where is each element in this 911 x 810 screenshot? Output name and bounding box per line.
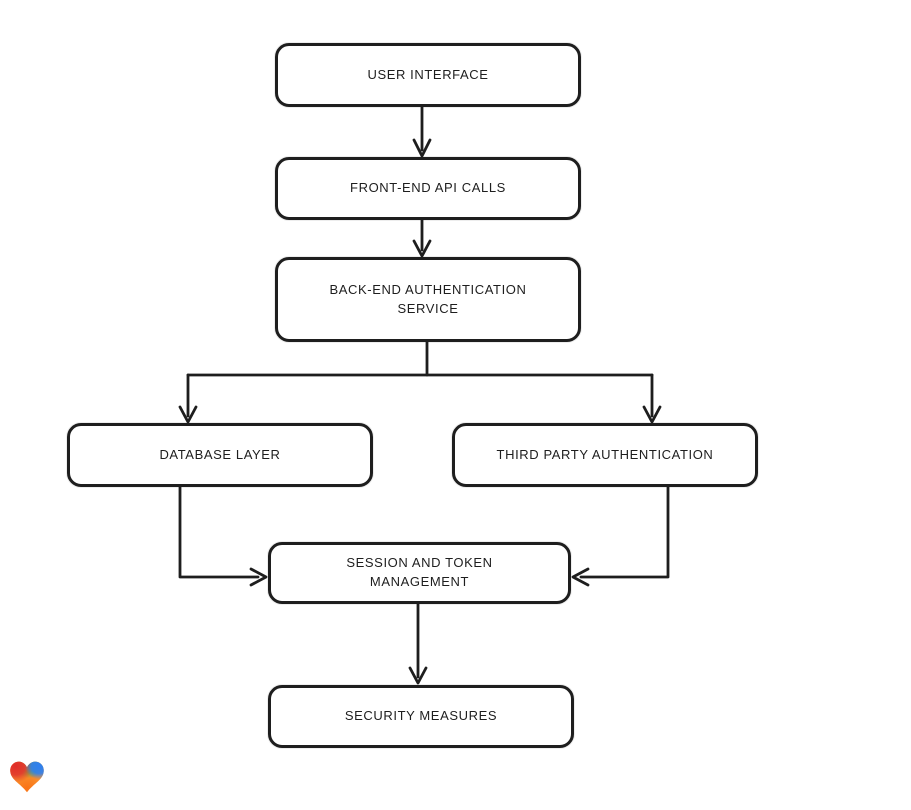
node-label: SECURITY MEASURES: [344, 708, 498, 724]
node-database-layer[interactable]: DATABASE LAYER: [67, 423, 373, 487]
edge-user-interface-to-front-end: [412, 105, 432, 158]
edge-back-end-branch: [178, 340, 662, 424]
node-label: BACK-END AUTHENTICATION SERVICE: [329, 281, 527, 316]
node-label: THIRD PARTY AUTHENTICATION: [496, 446, 714, 462]
edge-third-party-to-session: [571, 485, 670, 587]
edge-database-to-session: [178, 485, 268, 587]
node-session-and-token-management[interactable]: SESSION AND TOKEN MANAGEMENT: [268, 542, 571, 604]
node-label: FRONT-END API CALLS: [350, 180, 506, 196]
node-label: USER INTERFACE: [367, 66, 489, 82]
node-label: DATABASE LAYER: [159, 446, 281, 462]
node-back-end-authentication-service[interactable]: BACK-END AUTHENTICATION SERVICE: [275, 257, 581, 342]
node-user-interface[interactable]: USER INTERFACE: [275, 43, 581, 107]
node-label: SESSION AND TOKEN MANAGEMENT: [346, 555, 493, 589]
node-front-end-api-calls[interactable]: FRONT-END API CALLS: [275, 157, 581, 220]
node-third-party-authentication[interactable]: THIRD PARTY AUTHENTICATION: [452, 423, 758, 487]
edge-session-to-security: [408, 602, 428, 685]
edge-front-end-to-back-end: [412, 218, 432, 258]
gradient-heart-logo-icon[interactable]: [10, 761, 44, 793]
node-security-measures[interactable]: SECURITY MEASURES: [268, 685, 574, 748]
